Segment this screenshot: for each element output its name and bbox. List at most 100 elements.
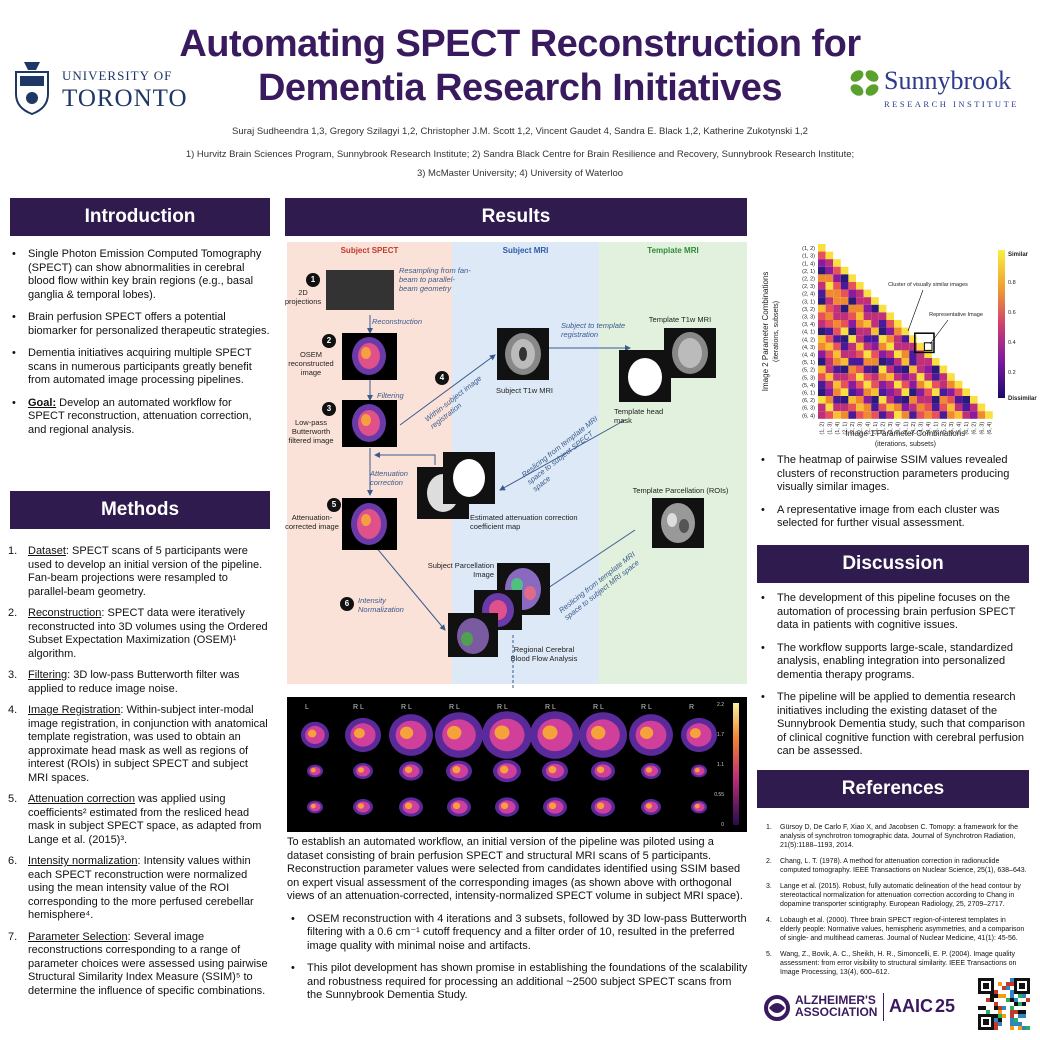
heatmap-cell bbox=[886, 373, 894, 381]
heatmap-cell bbox=[886, 403, 894, 412]
reference-number: 3. bbox=[766, 883, 772, 890]
heatmap-cell bbox=[818, 358, 826, 366]
heatmap-cell bbox=[962, 411, 970, 419]
qr-code[interactable] bbox=[978, 978, 1030, 1030]
methods-item: 4.Image Registration: Within-subject int… bbox=[8, 704, 270, 785]
step-4-badge: 4 bbox=[435, 371, 449, 385]
heatmap-cell bbox=[916, 411, 925, 419]
heatmap-cell bbox=[886, 327, 894, 336]
heatmap-cell bbox=[894, 350, 902, 358]
heatmap-cell bbox=[954, 388, 963, 396]
heatmap-xtick: (5, 4) bbox=[957, 422, 963, 435]
methods-term: Filtering bbox=[28, 669, 68, 681]
heatmap-cell bbox=[947, 411, 955, 419]
heatmap-xtick: (1, 3) bbox=[827, 422, 833, 435]
heatmap-cell bbox=[848, 297, 856, 305]
heatmap-cell bbox=[962, 388, 970, 396]
uoft-line1: UNIVERSITY OF bbox=[62, 68, 173, 83]
heatmap-cell bbox=[894, 373, 902, 381]
heatmap-cell bbox=[848, 320, 856, 328]
heatmap-cell bbox=[818, 396, 826, 404]
template-mask-caption: Template head mask bbox=[614, 407, 664, 425]
heatmap-cell bbox=[818, 304, 826, 313]
heatmap-cell bbox=[825, 380, 834, 389]
methods-text: : SPECT scans of 5 participants were use… bbox=[28, 545, 263, 598]
heatmap-cell bbox=[848, 396, 856, 404]
heatmap-cell bbox=[833, 365, 841, 374]
heatmap-cell bbox=[848, 304, 856, 313]
heatmap-cell bbox=[818, 335, 826, 343]
affiliations-line1: 1) Hurvitz Brain Sciences Program, Sunny… bbox=[185, 149, 855, 160]
heatmap-cell bbox=[840, 289, 849, 298]
heatmap-cell bbox=[863, 396, 872, 404]
methods-number: 6. bbox=[8, 855, 18, 867]
heatmap-cell bbox=[871, 358, 879, 366]
heatmap-ytick: (6, 3) bbox=[802, 406, 815, 412]
heatmap-cell bbox=[833, 335, 841, 343]
heatmap-ytick: (4, 3) bbox=[802, 345, 815, 351]
alzheimers-icon bbox=[764, 995, 790, 1021]
heatmap-cell bbox=[825, 274, 834, 282]
methods-item: 3.Filtering: 3D low-pass Butterworth fil… bbox=[8, 669, 270, 696]
heatmap-xtick: (3, 3) bbox=[888, 422, 894, 435]
heatmap-cell bbox=[833, 259, 841, 267]
heatmap-cell bbox=[909, 411, 917, 419]
heatmap-cell bbox=[840, 342, 849, 351]
heatmap-ytick: (5, 1) bbox=[802, 360, 815, 366]
discussion-item: The pipeline will be applied to dementia… bbox=[757, 691, 1027, 759]
heatmap-cell bbox=[833, 342, 841, 351]
resampling-note: Resampling from fan-beam to parallel-bea… bbox=[399, 266, 471, 293]
template-mask-image bbox=[619, 350, 671, 402]
heatmap-cell bbox=[909, 388, 917, 396]
methods-body: 1.Dataset: SPECT scans of 5 participants… bbox=[8, 545, 270, 1006]
slice-colorbar-tick: 0 bbox=[721, 822, 724, 828]
reference-text: Wang, Z., Bovik, A. C., Sheikh, H. R., S… bbox=[780, 951, 1017, 976]
heatmap-ytick: (2, 1) bbox=[802, 269, 815, 275]
heatmap-cell bbox=[954, 403, 963, 412]
heatmap-cell bbox=[901, 380, 910, 389]
heatmap-xtick: (6, 4) bbox=[987, 422, 993, 435]
heatmap-cell bbox=[863, 320, 872, 328]
heatmap-cell bbox=[848, 380, 856, 389]
heatmap-cell bbox=[825, 297, 834, 305]
heatmap-ylabel-units: (iterations, subsets) bbox=[773, 301, 780, 362]
rcbf-caption: Regional Cerebral Blood Flow Analysis bbox=[510, 645, 578, 663]
heatmap-cell bbox=[924, 388, 932, 396]
heatmap-cell bbox=[818, 251, 826, 260]
heatmap-cell bbox=[871, 365, 879, 374]
heatmap-xtick: (4, 1) bbox=[903, 422, 909, 435]
results-item: A representative image from each cluster… bbox=[757, 504, 1019, 531]
heatmap-cell bbox=[863, 297, 872, 305]
slice-image bbox=[446, 760, 472, 782]
heatmap-cell bbox=[939, 396, 948, 404]
heatmap-cell bbox=[863, 388, 872, 396]
heatmap-cell bbox=[947, 388, 955, 396]
heatmap-cell bbox=[924, 373, 932, 381]
heatmap-cell bbox=[916, 373, 925, 381]
heatmap-cell bbox=[818, 365, 826, 374]
heatmap-cell bbox=[863, 327, 872, 336]
heatmap-cell bbox=[901, 358, 910, 366]
t1-brain bbox=[505, 333, 541, 375]
heatmap-cell bbox=[932, 373, 940, 381]
slice-image bbox=[691, 764, 707, 778]
heatmap-cell bbox=[947, 373, 955, 381]
heatmap-cell bbox=[878, 358, 887, 366]
heatmap-cell bbox=[833, 373, 841, 381]
heatmap-cell bbox=[954, 411, 963, 419]
uoft-crest-icon bbox=[15, 62, 49, 116]
heatmap-cell bbox=[818, 327, 826, 336]
methods-text: : 3D low-pass Butterworth filter was app… bbox=[28, 669, 240, 695]
heatmap-ytick: (4, 4) bbox=[802, 352, 815, 358]
heatmap-cell bbox=[818, 259, 826, 267]
annotation-line bbox=[907, 289, 924, 332]
heatmap-cell bbox=[856, 403, 864, 412]
colorbar-dissimilar: Dissimilar bbox=[1008, 396, 1037, 402]
heatmap-cell bbox=[848, 365, 856, 374]
subject-t1-caption: Subject T1w MRI bbox=[496, 386, 553, 395]
heatmap-ytick: (4, 2) bbox=[802, 337, 815, 343]
heatmap-cell bbox=[818, 312, 826, 320]
methods-term: Parameter Selection bbox=[28, 930, 128, 943]
annotation-cluster: Cluster of visually similar images bbox=[888, 282, 968, 288]
heatmap-cell bbox=[878, 350, 887, 358]
